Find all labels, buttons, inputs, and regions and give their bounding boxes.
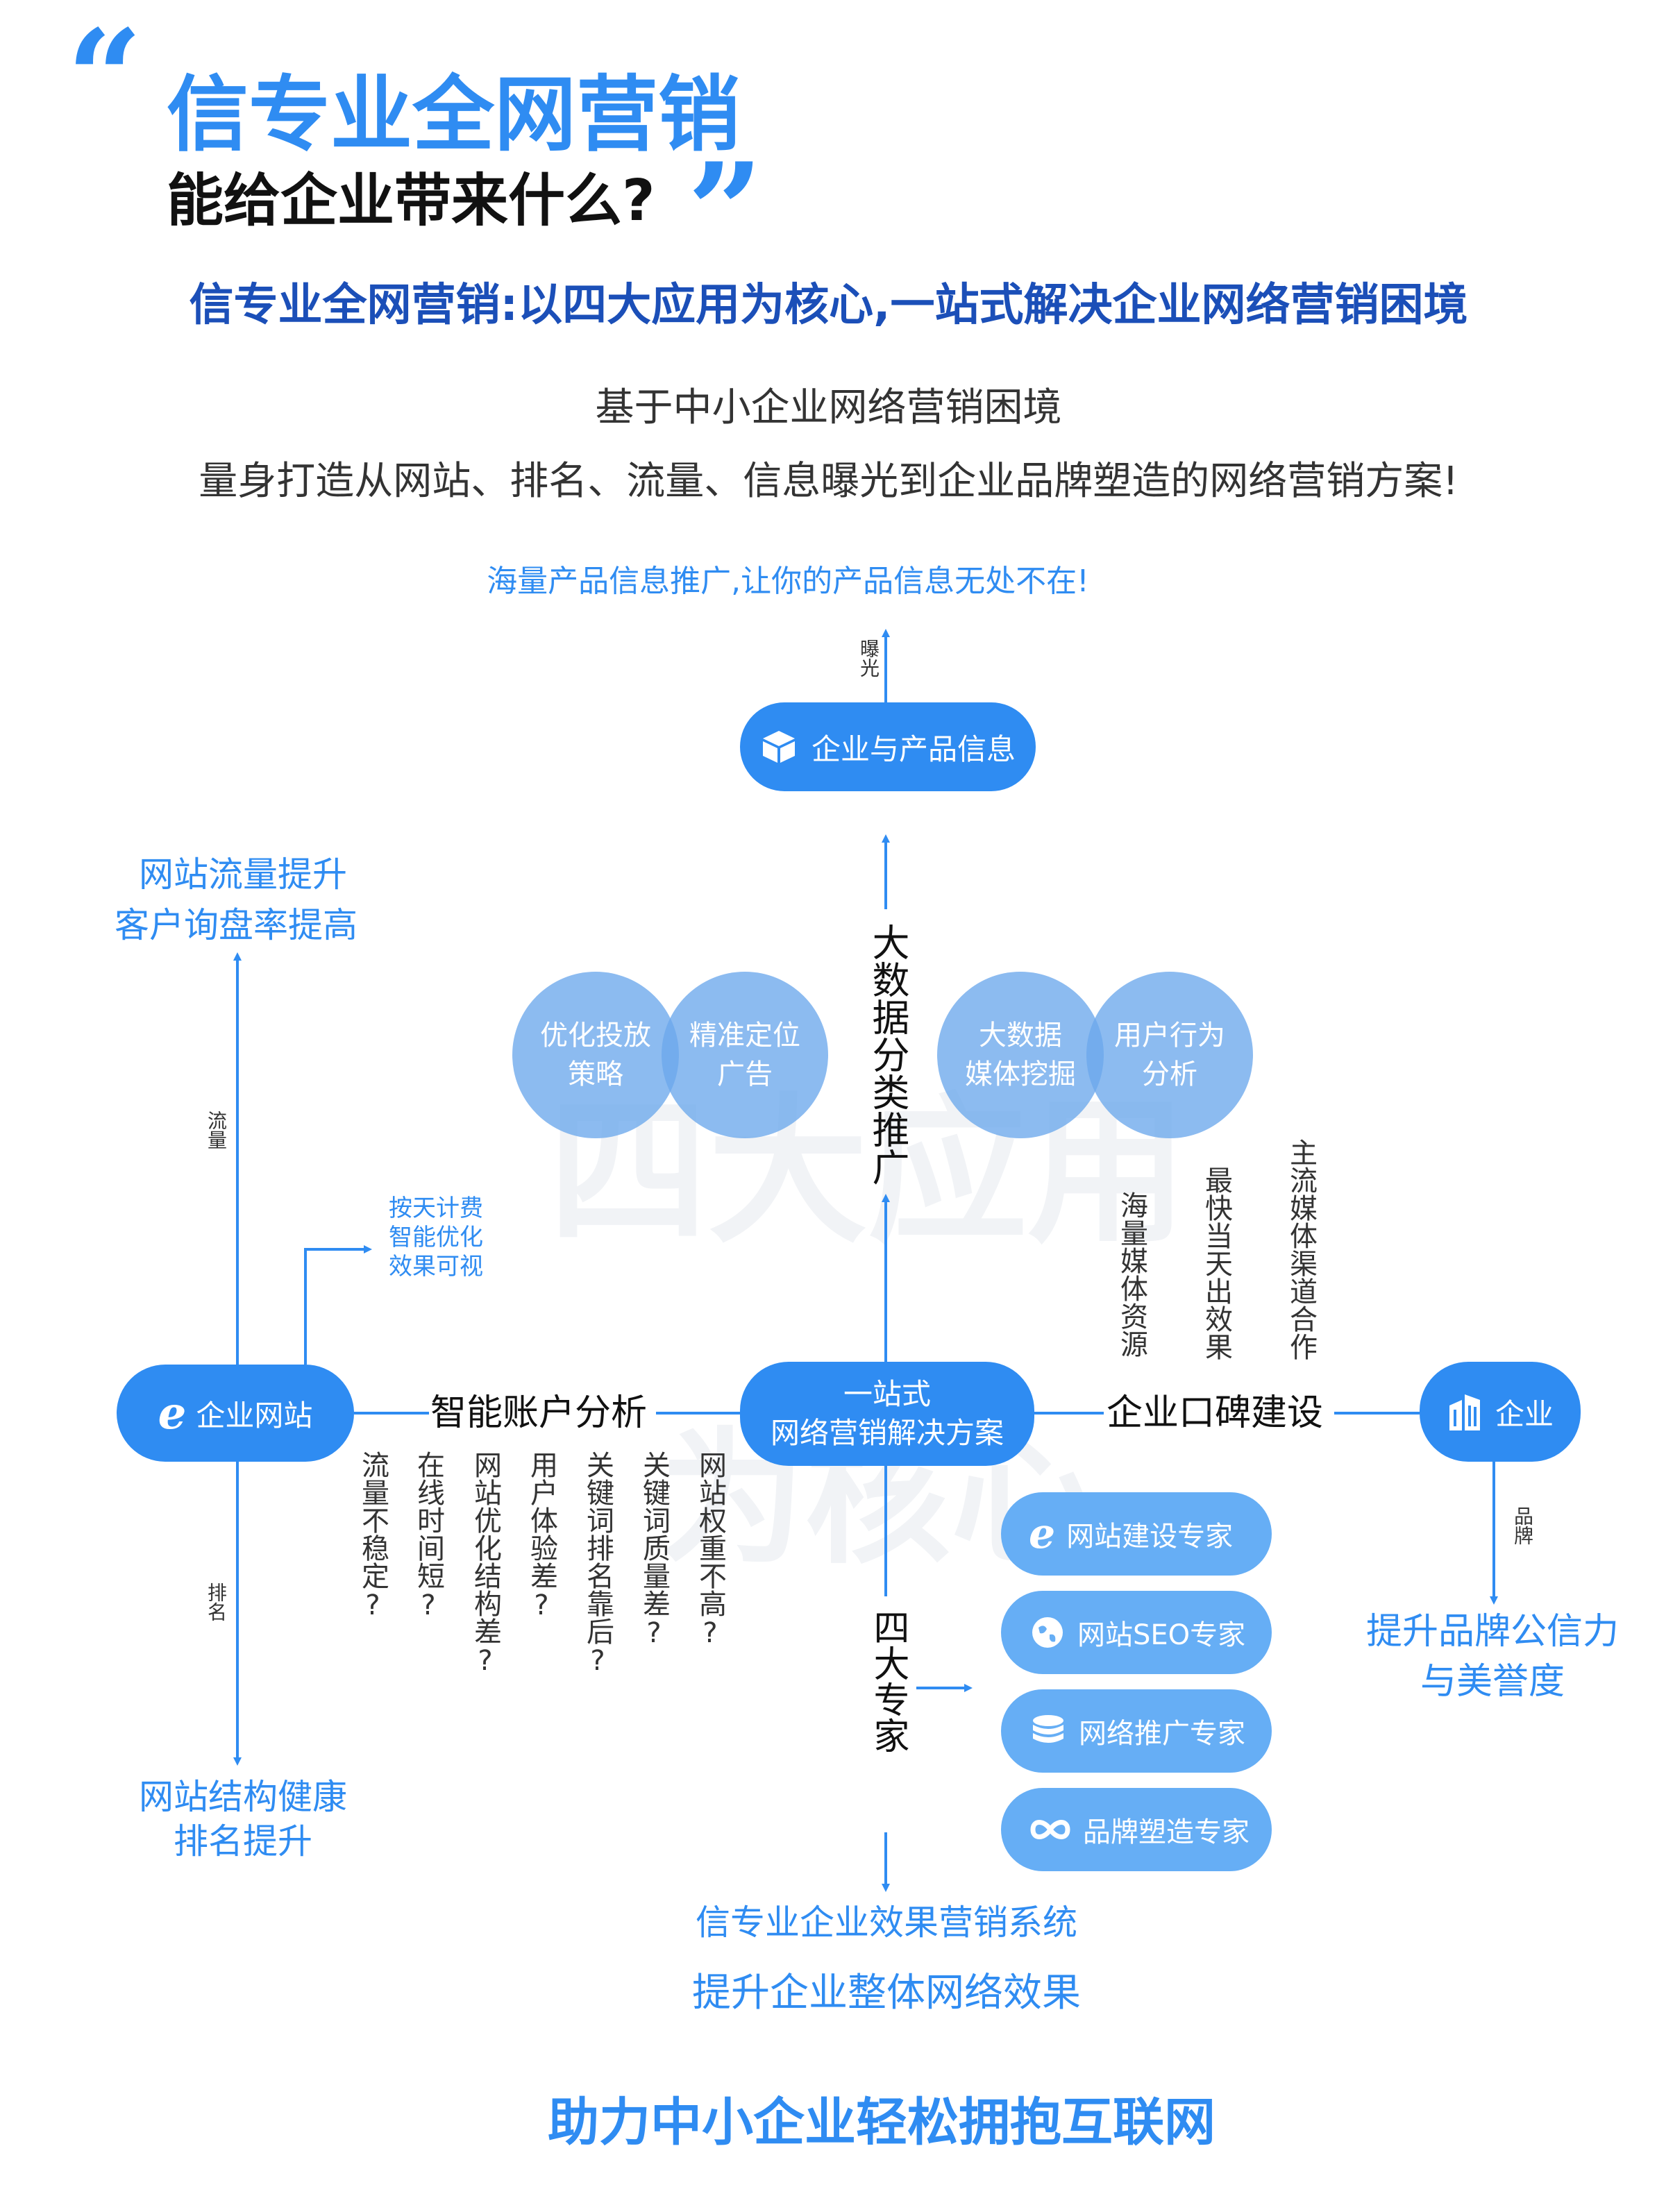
circle-optimize: 优化投放 策略 (512, 972, 679, 1138)
page-subtitle: 能给企业带来什么? (167, 168, 655, 234)
traffic-result-2: 客户询盘率提高 (115, 905, 358, 945)
center-node-line-2: 网络营销解决方案 (770, 1416, 1004, 1450)
top-result: 海量产品信息推广,让你的产品信息无处不在! (487, 564, 1089, 599)
system-line-1: 信专业企业效果营销系统 (696, 1902, 1077, 1943)
ranking-label: 排名 (205, 1582, 228, 1621)
infinity-icon (1029, 1816, 1072, 1843)
problem-6: 关键词质量差? (638, 1451, 670, 1649)
page-title: 信专业全网营销 (167, 67, 741, 162)
expert-promotion: 网络推广专家 (1001, 1689, 1272, 1773)
problem-7: 网站权重不高? (694, 1451, 726, 1649)
building-icon (1447, 1392, 1483, 1432)
expert-brand-label: 品牌塑造专家 (1083, 1816, 1250, 1848)
account-analysis: 智能账户分析 (430, 1392, 648, 1434)
info-node-label: 企业与产品信息 (811, 732, 1016, 766)
expert-seo-label: 网站SEO专家 (1077, 1619, 1246, 1651)
ie-icon: e (1029, 1510, 1056, 1558)
footer-slogan: 助力中小企业轻松拥抱互联网 (548, 2093, 1216, 2152)
open-quote-icon: “ (67, 1, 143, 155)
ranking-result-2: 排名提升 (174, 1821, 312, 1861)
close-quote-icon: ” (687, 134, 764, 289)
exposure-label: 曝光 (857, 639, 880, 677)
circle-media-mining: 大数据 媒体挖掘 (937, 972, 1104, 1138)
brand-result-1: 提升品牌公信力 (1365, 1611, 1619, 1653)
billing-2: 智能优化 (389, 1224, 483, 1251)
expert-seo: 网站SEO专家 (1001, 1591, 1272, 1674)
circle-targeting: 精准定位 广告 (662, 972, 828, 1138)
problem-3: 网站优化结构差? (469, 1451, 501, 1677)
traffic-result-1: 网站流量提升 (139, 854, 347, 895)
expert-promotion-label: 网络推广专家 (1079, 1718, 1245, 1750)
experts-label: 四大专家 (867, 1609, 909, 1753)
bigdata-label: 大数据分类推广 (866, 923, 909, 1185)
expert-brand: 品牌塑造专家 (1001, 1788, 1272, 1871)
billing-1: 按天计费 (389, 1194, 483, 1222)
expert-website: e 网站建设专家 (1001, 1492, 1272, 1576)
problem-5: 关键词排名靠后? (582, 1451, 614, 1677)
intro-line-1: 基于中小企业网络营销困境 (595, 385, 1062, 430)
center-node: 一站式 网络营销解决方案 (740, 1362, 1034, 1466)
media-1: 海量媒体资源 (1116, 1191, 1147, 1358)
billing-3: 效果可视 (389, 1253, 483, 1281)
info-node: 企业与产品信息 (740, 702, 1036, 791)
expert-website-label: 网站建设专家 (1066, 1521, 1234, 1553)
traffic-label: 流量 (205, 1111, 228, 1149)
globe-icon (1029, 1614, 1066, 1651)
brand-label: 品牌 (1511, 1506, 1534, 1545)
reputation-label: 企业口碑建设 (1107, 1392, 1324, 1434)
system-line-2: 提升企业整体网络效果 (692, 1970, 1081, 2016)
center-node-line-1: 一站式 (843, 1377, 931, 1411)
enterprise-node: 企业 (1420, 1362, 1581, 1462)
enterprise-node-label: 企业 (1495, 1396, 1554, 1431)
tagline: 信专业全网营销:以四大应用为核心,一站式解决企业网络营销困境 (189, 280, 1468, 331)
media-2: 最快当天出效果 (1200, 1166, 1232, 1360)
coins-icon (1029, 1712, 1068, 1750)
circle-user-behavior: 用户行为 分析 (1086, 972, 1253, 1138)
ie-icon: e (158, 1387, 187, 1440)
brand-result-2: 与美誉度 (1420, 1661, 1565, 1703)
website-node: e 企业网站 (117, 1365, 354, 1462)
ranking-result-1: 网站结构健康 (139, 1777, 347, 1817)
intro-line-2: 量身打造从网站、排名、流量、信息曝光到企业品牌塑造的网络营销方案! (199, 459, 1458, 504)
problem-4: 用户体验差? (525, 1451, 557, 1621)
cube-icon (760, 728, 798, 766)
problem-1: 流量不稳定? (357, 1451, 389, 1621)
website-node-label: 企业网站 (196, 1398, 313, 1433)
media-3: 主流媒体渠道合作 (1285, 1138, 1317, 1360)
problem-2: 在线时间短? (412, 1451, 444, 1621)
